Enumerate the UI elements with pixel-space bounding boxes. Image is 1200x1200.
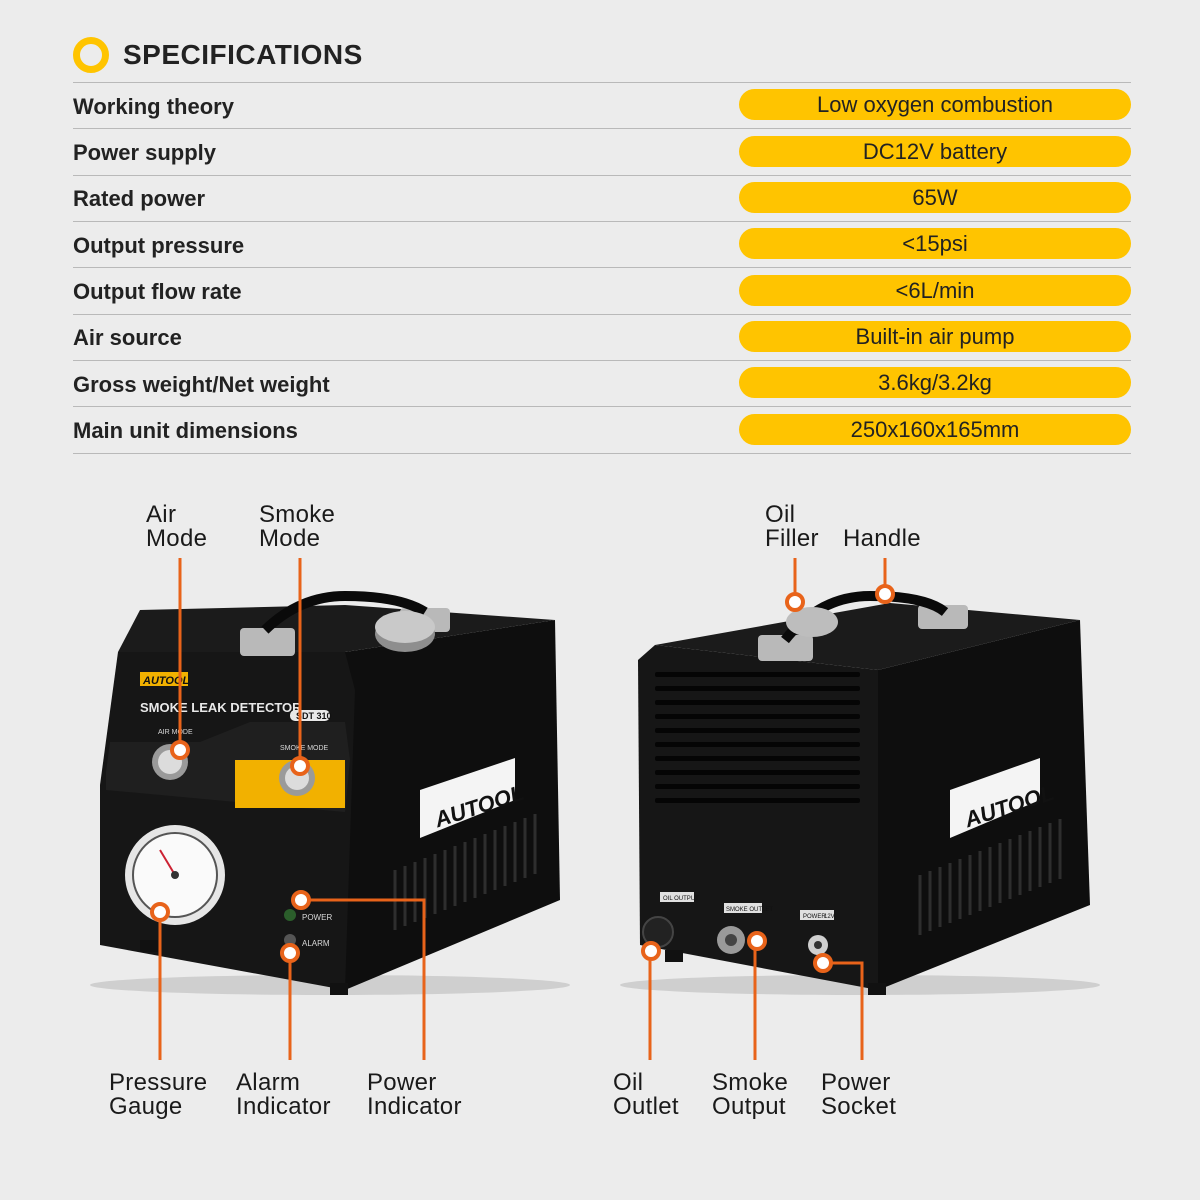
svg-text:AUTOOL: AUTOOL (142, 675, 190, 687)
svg-text:SMOKE LEAK DETECTOR: SMOKE LEAK DETECTOR (140, 700, 302, 715)
front-device: AUTOOL AUTOOL SMOKE LEAK DETECTOR SDT 31… (90, 590, 570, 995)
divider (73, 360, 1131, 361)
spec-label-rated-power: Rated power (73, 186, 206, 211)
svg-text:POWER: POWER (302, 913, 332, 922)
spec-label-weight: Gross weight/Net weight (73, 372, 330, 397)
svg-text:ALARM: ALARM (302, 939, 330, 948)
specifications-header: SPECIFICATIONS (73, 37, 363, 73)
ring-icon (73, 37, 109, 73)
back-device: AUTOOL OIL OUTPUT SMOKE OUTLET POWER 12V (620, 590, 1100, 995)
divider (73, 128, 1131, 129)
spec-value-output-pressure: <15psi (739, 228, 1131, 259)
spec-label-output-pressure: Output pressure (73, 233, 245, 258)
spec-value-power-supply: DC12V battery (739, 136, 1131, 167)
callout-handle: Handle (843, 525, 921, 552)
page-title: SPECIFICATIONS (123, 39, 363, 70)
spec-value-weight: 3.6kg/3.2kg (739, 367, 1131, 398)
svg-text:POWER: POWER (803, 914, 826, 920)
callout-dots (150, 584, 895, 973)
callout-lines (158, 558, 887, 1060)
divider (73, 82, 1131, 83)
svg-text:12V: 12V (824, 914, 835, 920)
svg-text:SDT 310: SDT 310 (296, 711, 332, 721)
divider (73, 406, 1131, 407)
svg-text:AIR MODE: AIR MODE (158, 729, 193, 736)
divider (73, 175, 1131, 176)
spec-value-dimensions: 250x160x165mm (739, 414, 1131, 445)
spec-label-output-flow-rate: Output flow rate (73, 279, 242, 304)
divider (73, 453, 1131, 454)
svg-text:OIL OUTPUT: OIL OUTPUT (663, 896, 699, 902)
spec-label-air-source: Air source (73, 325, 182, 350)
divider (73, 314, 1131, 315)
spec-label-dimensions: Main unit dimensions (73, 418, 298, 443)
divider (73, 267, 1131, 268)
spec-value-working-theory: Low oxygen combustion (739, 89, 1131, 120)
spec-value-output-flow-rate: <6L/min (739, 275, 1131, 306)
svg-text:SMOKE MODE: SMOKE MODE (280, 745, 329, 752)
svg-text:SMOKE OUTLET: SMOKE OUTLET (726, 907, 773, 913)
spec-value-rated-power: 65W (739, 182, 1131, 213)
spec-label-power-supply: Power supply (73, 140, 217, 165)
spec-label-working-theory: Working theory (73, 94, 234, 119)
spec-value-air-source: Built-in air pump (739, 321, 1131, 352)
divider (73, 221, 1131, 222)
